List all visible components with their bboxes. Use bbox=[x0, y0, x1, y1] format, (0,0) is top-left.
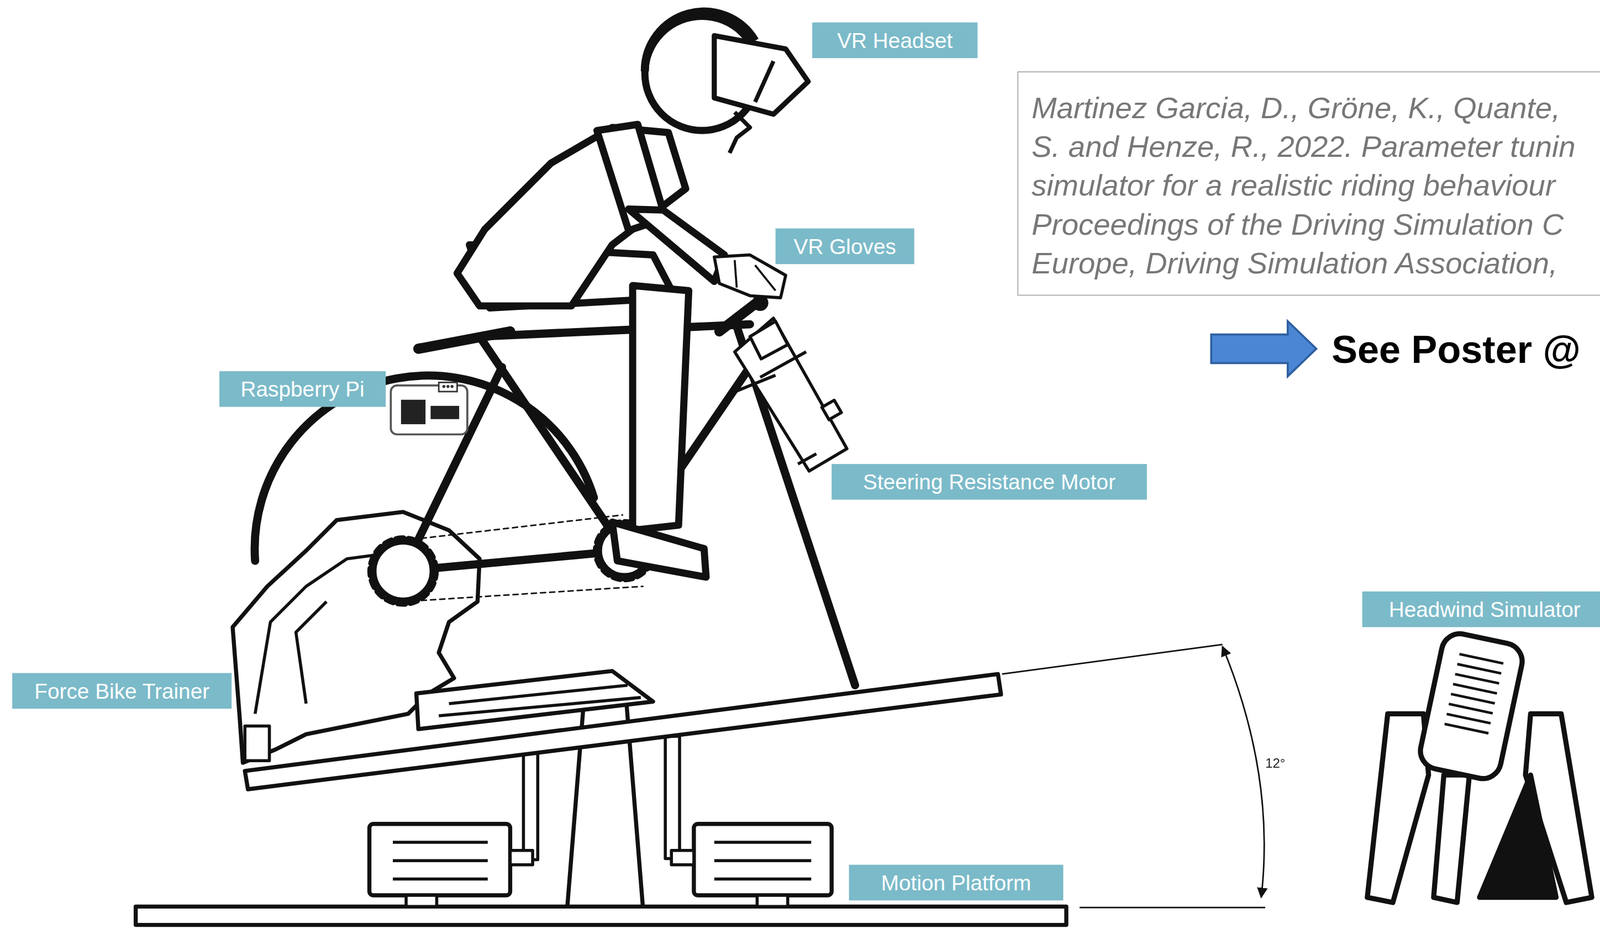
motion-platform-part bbox=[392, 877, 488, 882]
angle-dimension: 12° bbox=[1265, 755, 1286, 772]
headwind-fan-part bbox=[1444, 654, 1504, 734]
raspberry-pi-icon bbox=[390, 382, 468, 435]
citation-box: Martinez Garcia, D., Gröne, K., Quante, … bbox=[1017, 71, 1600, 296]
motion-platform-part bbox=[665, 736, 680, 860]
poster-reference: See Poster @ bbox=[1331, 328, 1581, 373]
raspberry-pi-icon-part bbox=[442, 385, 446, 389]
bike-frame-part bbox=[403, 586, 644, 603]
bike-trainer-part bbox=[296, 601, 327, 704]
rider-part bbox=[612, 522, 707, 578]
raspberry-pi-icon-part bbox=[390, 385, 468, 435]
headwind-fan-part bbox=[1453, 683, 1497, 694]
bike-frame-part bbox=[374, 542, 432, 600]
steering-motor-part bbox=[749, 321, 788, 360]
motion-platform-part bbox=[406, 895, 437, 907]
rider-part bbox=[714, 35, 809, 115]
bike-trainer bbox=[232, 512, 654, 763]
part-label-box: VR Headset bbox=[812, 22, 978, 59]
bike-frame-part bbox=[479, 324, 750, 337]
motion-platform-part bbox=[135, 906, 1067, 925]
bike-trainer-part bbox=[438, 697, 641, 717]
part-label: Headwind Simulator bbox=[1388, 597, 1581, 622]
headwind-fan-part bbox=[1444, 724, 1489, 734]
part-label-box: Headwind Simulator bbox=[1362, 591, 1600, 628]
motion-platform-part bbox=[714, 877, 812, 882]
headwind-fan-part bbox=[1455, 674, 1499, 684]
steering-motor-part bbox=[822, 400, 842, 420]
steering-motor-part bbox=[760, 351, 807, 378]
motion-platform-part bbox=[671, 850, 694, 866]
rider-part bbox=[628, 208, 725, 282]
part-label-box: VR Gloves bbox=[775, 228, 915, 265]
rider-part bbox=[734, 260, 738, 288]
rider-part bbox=[632, 285, 689, 531]
bike-frame-part bbox=[719, 303, 756, 332]
motion-platform-part bbox=[392, 840, 488, 845]
raspberry-pi-icon-part bbox=[450, 385, 454, 389]
poster-arrow bbox=[1211, 321, 1317, 377]
steering-motor bbox=[732, 318, 847, 472]
headwind-fan-part bbox=[1459, 654, 1504, 664]
motion-platform-part bbox=[756, 895, 788, 907]
bike-trainer-part bbox=[244, 726, 270, 762]
rider-part bbox=[755, 61, 774, 103]
steering-motor-part bbox=[732, 375, 776, 393]
bike-trainer-part bbox=[416, 671, 654, 730]
part-label-box: Motion Platform bbox=[849, 865, 1064, 902]
headwind-fan-part bbox=[1457, 664, 1502, 674]
steering-motor-part bbox=[734, 318, 847, 472]
headwind-fan-part bbox=[1448, 704, 1493, 714]
part-label: Motion Platform bbox=[881, 870, 1032, 896]
headwind-fan bbox=[1367, 630, 1592, 903]
headwind-fan-part bbox=[1417, 630, 1526, 783]
headwind-fan-part bbox=[1479, 775, 1557, 898]
citation-text: Martinez Garcia, D., Gröne, K., Quante, … bbox=[1031, 88, 1585, 283]
steering-motor-part bbox=[797, 454, 817, 465]
part-label-box: Steering Resistance Motor bbox=[831, 464, 1147, 500]
headwind-fan-part bbox=[1450, 694, 1495, 704]
bike-frame-part bbox=[370, 538, 436, 604]
part-label-box: Force Bike Trainer bbox=[12, 673, 232, 710]
bike-frame-part bbox=[403, 514, 623, 541]
rider-part bbox=[755, 265, 776, 291]
bike-frame-part bbox=[418, 331, 510, 349]
angle-dimension-part bbox=[1002, 644, 1223, 675]
motion-platform-part bbox=[369, 824, 511, 896]
motion-platform-part bbox=[523, 753, 538, 861]
motion-platform-part bbox=[693, 824, 832, 896]
poster-arrow-part bbox=[1211, 321, 1317, 377]
raspberry-pi-icon-part bbox=[438, 382, 457, 392]
part-label: Steering Resistance Motor bbox=[862, 469, 1116, 494]
motion-platform-part bbox=[714, 859, 812, 863]
angle-dimension-part bbox=[1222, 646, 1265, 898]
rider-part bbox=[729, 112, 751, 154]
raspberry-pi-icon-part bbox=[446, 385, 450, 389]
bike-frame bbox=[254, 295, 856, 686]
part-label: VR Gloves bbox=[793, 234, 897, 259]
headwind-fan-part bbox=[1433, 775, 1470, 903]
part-label: Force Bike Trainer bbox=[34, 679, 210, 704]
motion-platform-part bbox=[392, 859, 488, 863]
part-label-box: Raspberry Pi bbox=[219, 371, 386, 408]
motion-platform-part bbox=[509, 850, 533, 866]
headwind-fan-part bbox=[1446, 714, 1491, 724]
raspberry-pi-icon-part bbox=[401, 400, 426, 425]
bike-frame-part bbox=[479, 336, 625, 551]
rider bbox=[456, 11, 808, 578]
motion-platform-part bbox=[714, 840, 812, 845]
part-label: Raspberry Pi bbox=[240, 376, 365, 402]
angle-dimension-part bbox=[1079, 907, 1266, 909]
part-label: VR Headset bbox=[837, 28, 953, 53]
raspberry-pi-icon-part bbox=[430, 406, 460, 420]
